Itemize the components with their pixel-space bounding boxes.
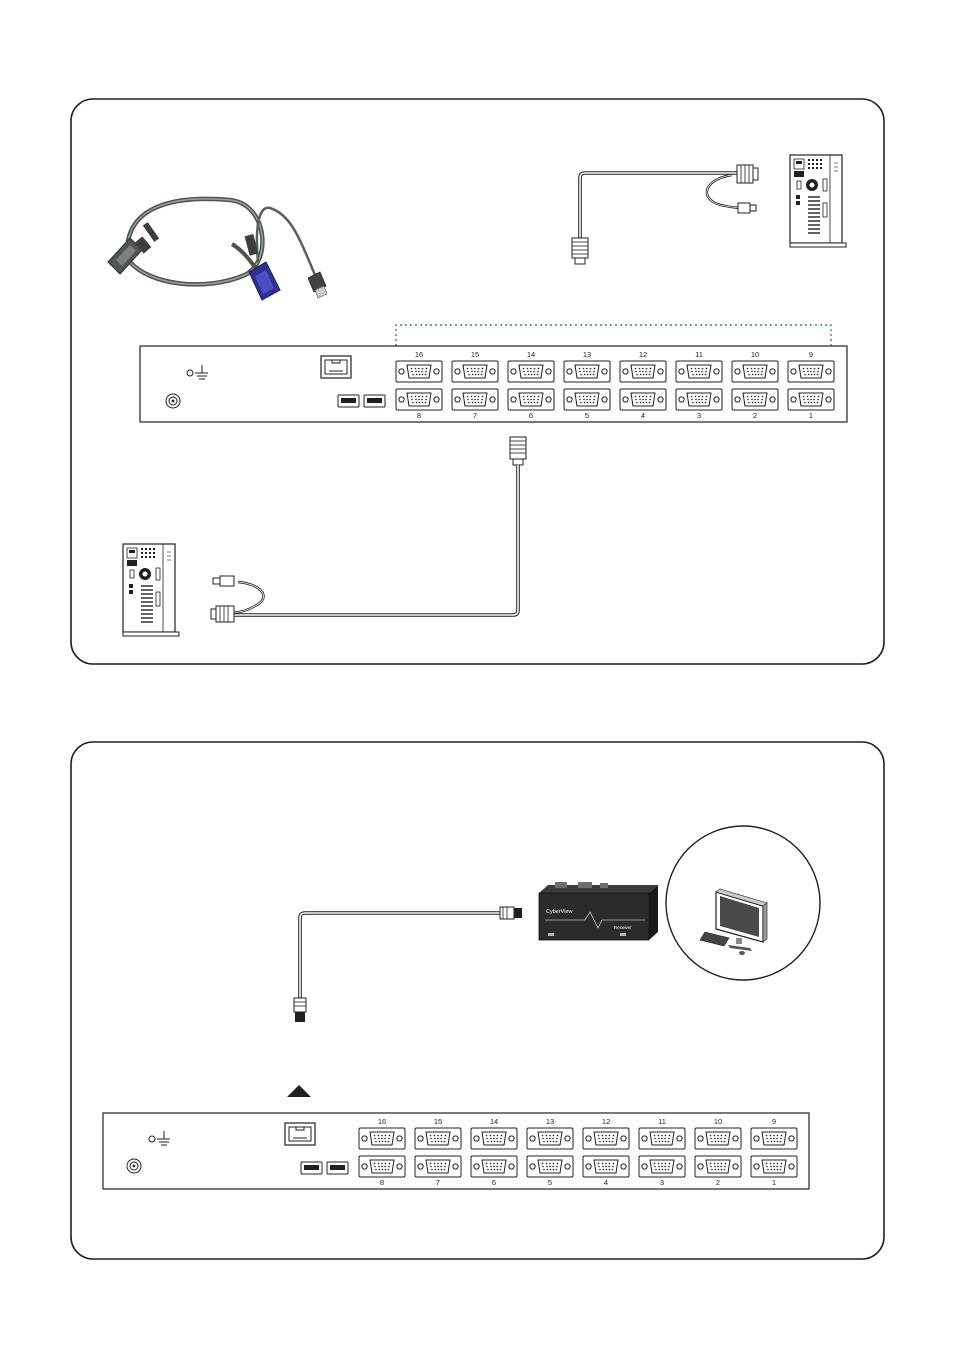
tower-pc-bottom-left — [123, 544, 179, 636]
vga-port-10[interactable] — [732, 361, 778, 382]
port-number-label: 14 — [527, 350, 535, 359]
kvm-rear-panel-top: 16 15 14 13 12 11 10 9 8 7 6 5 4 3 2 1 — [140, 346, 847, 422]
port-number-label: 7 — [436, 1178, 440, 1187]
usb-plug-pc-side — [738, 203, 756, 213]
vga-port-8[interactable] — [359, 1156, 405, 1177]
kvm-rear-panel-bottom: 16 15 14 13 12 11 10 9 8 7 6 5 4 3 2 1 — [103, 1113, 809, 1189]
port-number-label: 15 — [471, 350, 479, 359]
port-number-label: 12 — [639, 350, 647, 359]
vga-port-15[interactable] — [415, 1128, 461, 1149]
port-number-label: 6 — [492, 1178, 496, 1187]
cat5-cable — [294, 907, 522, 1022]
power-jack — [127, 1159, 141, 1173]
port-number-label: 1 — [809, 411, 813, 420]
port-group-bracket — [396, 325, 831, 346]
vga-port-16[interactable] — [396, 361, 442, 382]
port-number-label: 7 — [473, 411, 477, 420]
port-number-label: 12 — [602, 1117, 610, 1126]
vga-port-12[interactable] — [583, 1128, 629, 1149]
vga-port-1[interactable] — [788, 389, 834, 410]
vga-port-15[interactable] — [452, 361, 498, 382]
port-number-label: 9 — [772, 1117, 776, 1126]
usb-port[interactable] — [338, 395, 359, 407]
vga-port-13[interactable] — [527, 1128, 573, 1149]
vga-port-4[interactable] — [620, 389, 666, 410]
port-number-label: 3 — [697, 411, 701, 420]
port-number-label: 10 — [714, 1117, 722, 1126]
port-number-label: 8 — [380, 1178, 384, 1187]
vga-port-5[interactable] — [564, 389, 610, 410]
port-number-label: 13 — [546, 1117, 554, 1126]
vga-port-11[interactable] — [639, 1128, 685, 1149]
port-number-label: 3 — [660, 1178, 664, 1187]
vga-port-14[interactable] — [508, 361, 554, 382]
lan-port — [285, 1123, 315, 1145]
port-number-label: 16 — [378, 1117, 386, 1126]
port-number-label: 1 — [772, 1178, 776, 1187]
rj45-plug-kvm-side — [294, 998, 306, 1022]
extender-model: Receiver — [614, 925, 632, 930]
vga-port-2[interactable] — [732, 389, 778, 410]
usb-port[interactable] — [364, 395, 385, 407]
port-number-label: 5 — [585, 411, 589, 420]
tower-pc-top-right — [790, 155, 846, 247]
vga-port-8[interactable] — [396, 389, 442, 410]
extender-brand: CyberView — [546, 909, 573, 915]
vga-port-9[interactable] — [788, 361, 834, 382]
vga-port-9[interactable] — [751, 1128, 797, 1149]
port-number-label: 2 — [753, 411, 757, 420]
vga-port-6[interactable] — [471, 1156, 517, 1177]
connection-marker-triangle — [287, 1085, 311, 1097]
port-number-label: 16 — [415, 350, 423, 359]
pc-cable-bottom-left — [211, 437, 526, 622]
vga-plug-pc-bottom — [211, 606, 234, 622]
port-number-label: 4 — [641, 411, 645, 420]
port-number-label: 9 — [809, 350, 813, 359]
port-number-label: 6 — [529, 411, 533, 420]
usb-connector-gray — [308, 272, 327, 298]
mouse-icon — [739, 951, 745, 955]
port-number-label: 2 — [716, 1178, 720, 1187]
extender-receiver: CyberView Receiver — [539, 882, 658, 940]
lan-port — [321, 356, 351, 378]
vga-port-1[interactable] — [751, 1156, 797, 1177]
vga-port-12[interactable] — [620, 361, 666, 382]
vga-port-4[interactable] — [583, 1156, 629, 1177]
usb-port[interactable] — [301, 1162, 322, 1174]
vga-port-16[interactable] — [359, 1128, 405, 1149]
vga-port-7[interactable] — [415, 1156, 461, 1177]
vga-port-13[interactable] — [564, 361, 610, 382]
port-number-label: 4 — [604, 1178, 608, 1187]
vga-port-3[interactable] — [639, 1156, 685, 1177]
port-number-label: 11 — [695, 350, 703, 359]
vga-port-5[interactable] — [527, 1156, 573, 1177]
pc-cable-top-right — [572, 165, 758, 264]
vga-port-6[interactable] — [508, 389, 554, 410]
port-number-label: 5 — [548, 1178, 552, 1187]
port-number-label: 11 — [658, 1117, 666, 1126]
kvm-cable-illustration — [108, 199, 327, 300]
usb-plug-pc-bottom — [213, 576, 234, 586]
port-number-label: 15 — [434, 1117, 442, 1126]
rj45-plug-extender-side — [500, 907, 522, 919]
vga-port-3[interactable] — [676, 389, 722, 410]
power-jack — [166, 394, 180, 408]
usb-port[interactable] — [327, 1162, 348, 1174]
port-number-label: 8 — [417, 411, 421, 420]
vga-port-14[interactable] — [471, 1128, 517, 1149]
vga-plug-kvm-side — [510, 437, 526, 465]
port-number-label: 14 — [490, 1117, 498, 1126]
port-number-label: 10 — [751, 350, 759, 359]
remote-workstation — [666, 826, 820, 980]
vga-port-2[interactable] — [695, 1156, 741, 1177]
vga-port-10[interactable] — [695, 1128, 741, 1149]
vga-plug-pc-side — [737, 165, 758, 183]
vga-port-11[interactable] — [676, 361, 722, 382]
port-number-label: 13 — [583, 350, 591, 359]
vga-port-7[interactable] — [452, 389, 498, 410]
